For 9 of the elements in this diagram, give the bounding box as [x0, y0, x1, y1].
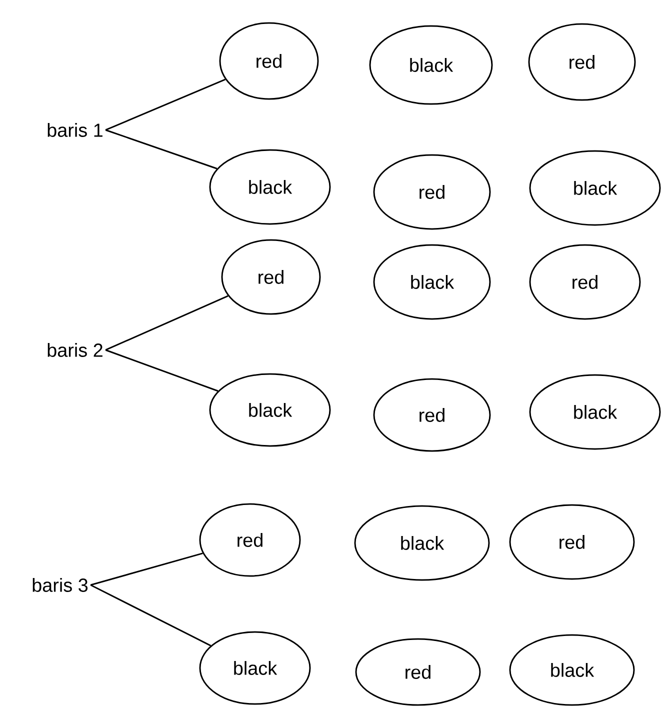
- line: [90, 584, 212, 646]
- line: [105, 295, 228, 351]
- row-label: baris 2: [48, 343, 102, 357]
- row-label: baris 3: [32, 578, 88, 592]
- row-label: baris 1: [48, 123, 102, 137]
- line: [105, 78, 226, 131]
- line: [105, 349, 218, 392]
- line: [90, 552, 203, 586]
- line: [105, 129, 218, 170]
